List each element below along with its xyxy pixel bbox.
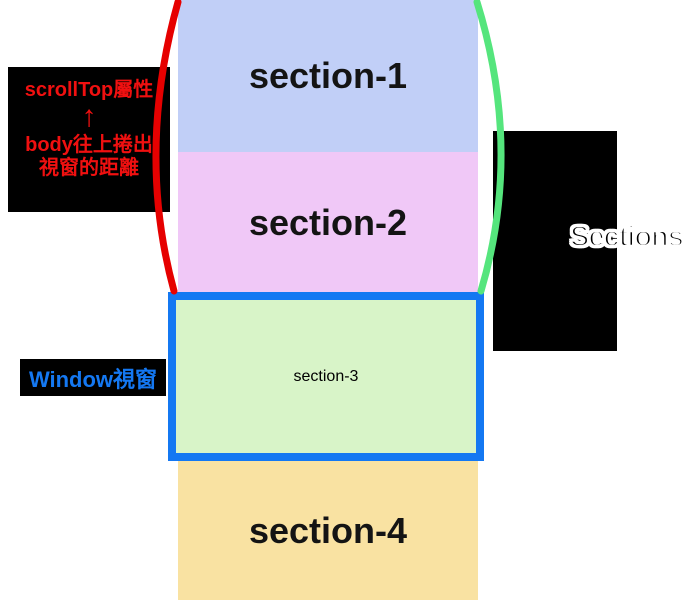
sections-annotation-box — [493, 131, 617, 351]
up-arrow-icon: ↑ — [81, 100, 97, 133]
window-viewport-box: section-3 — [168, 292, 484, 461]
window-label-box: Window視窗 — [20, 359, 166, 396]
section-4-block: section-4 — [178, 461, 478, 600]
section-1-label: section-1 — [248, 55, 408, 96]
window-label-text: Window視窗 — [28, 366, 158, 392]
scrolltop-desc-line2: 視窗的距離 — [39, 157, 139, 179]
section-3-label: section-3 — [293, 367, 359, 385]
scrolltop-title: scrollTop屬性 — [24, 79, 154, 101]
section-4-label: section-4 — [248, 509, 408, 551]
section-1-block: section-1 — [178, 0, 478, 152]
section-2-label: section-2 — [248, 201, 408, 243]
sections-annotation-label: Sections — [569, 220, 685, 255]
scrolltop-annotation-box: scrollTop屬性 ↑ body往上捲出 視窗的距離 — [8, 67, 170, 212]
section-2-block: section-2 — [178, 152, 478, 293]
scrolltop-desc-line1: body往上捲出 — [25, 134, 153, 156]
